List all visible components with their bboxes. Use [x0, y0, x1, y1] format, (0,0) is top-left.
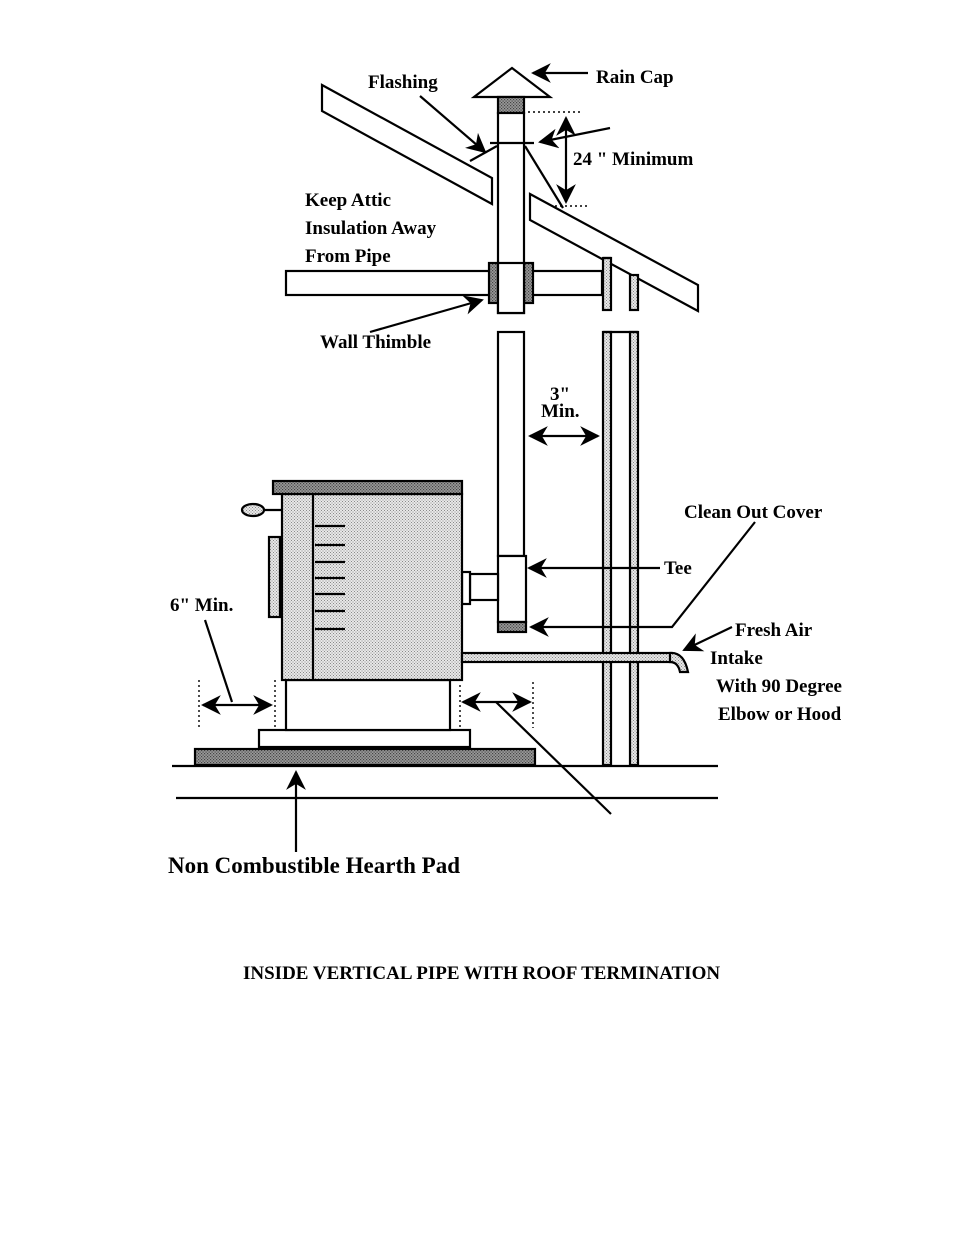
- pipe-ceiling-section: [498, 263, 524, 313]
- label-attic-line-1: Keep Attic: [305, 190, 391, 211]
- fresh-air-leader: [684, 627, 732, 650]
- storm-collar-leader: [540, 128, 610, 142]
- label-attic-line-2: Insulation Away: [305, 218, 437, 239]
- label-rain-cap: Rain Cap: [596, 67, 674, 88]
- label-24-minimum: 24 " Minimum: [573, 149, 694, 170]
- label-fresh-air-line-1: Fresh Air: [735, 620, 813, 641]
- wall: [603, 258, 638, 765]
- label-hearth-pad: Non Combustible Hearth Pad: [168, 853, 460, 878]
- label-wall-thimble: Wall Thimble: [320, 332, 431, 353]
- label-fresh-air-line-4: Elbow or Hood: [718, 704, 842, 725]
- flashing-cone: [470, 146, 497, 161]
- label-flashing: Flashing: [368, 72, 438, 93]
- rain-cap-band: [498, 97, 524, 113]
- pellet-stove: [242, 481, 688, 747]
- six-min-leader: [205, 620, 232, 702]
- wall-thimble-left: [489, 263, 498, 303]
- wall-thimble-right: [524, 263, 533, 303]
- stove-body: [282, 494, 462, 680]
- wall-thimble-leader: [370, 300, 482, 332]
- fresh-air-elbow: [670, 653, 688, 672]
- wall-upper-right-stud: [630, 275, 638, 310]
- wall-right-stud: [630, 332, 638, 765]
- tee-stove-collar: [462, 572, 470, 604]
- label-6-min: 6" Min.: [170, 595, 233, 616]
- wall-left-stud: [603, 332, 611, 765]
- label-fresh-air-line-3: With 90 Degree: [716, 676, 842, 697]
- label-fresh-air-line-2: Intake: [710, 648, 763, 669]
- roof-left-panel: [322, 85, 492, 204]
- fresh-air-intake-pipe: [462, 653, 672, 662]
- stove-knob: [242, 504, 264, 516]
- label-attic-line-3: From Pipe: [305, 246, 391, 267]
- label-clean-out-cover: Clean Out Cover: [684, 502, 823, 523]
- hearth-pad: [195, 749, 535, 765]
- tee-body: [498, 556, 526, 622]
- stove-top: [273, 481, 462, 494]
- stove-pedestal: [286, 680, 450, 730]
- label-3-min-line-2: Min.: [541, 401, 580, 422]
- ceiling-joist: [286, 271, 602, 295]
- pipe-lower-section: [498, 332, 524, 556]
- clean-out-cover: [498, 622, 526, 632]
- diagram-caption: INSIDE VERTICAL PIPE WITH ROOF TERMINATI…: [243, 963, 720, 984]
- stove-base-plate: [259, 730, 470, 747]
- tee-branch: [470, 574, 498, 600]
- label-tee: Tee: [664, 558, 692, 579]
- wall-upper-left-stud: [603, 258, 611, 310]
- stove-door-handle-plate: [269, 537, 280, 617]
- chimney-pipe-lower: [462, 332, 598, 632]
- clean-out-leader: [531, 522, 755, 627]
- ceiling: [286, 263, 602, 313]
